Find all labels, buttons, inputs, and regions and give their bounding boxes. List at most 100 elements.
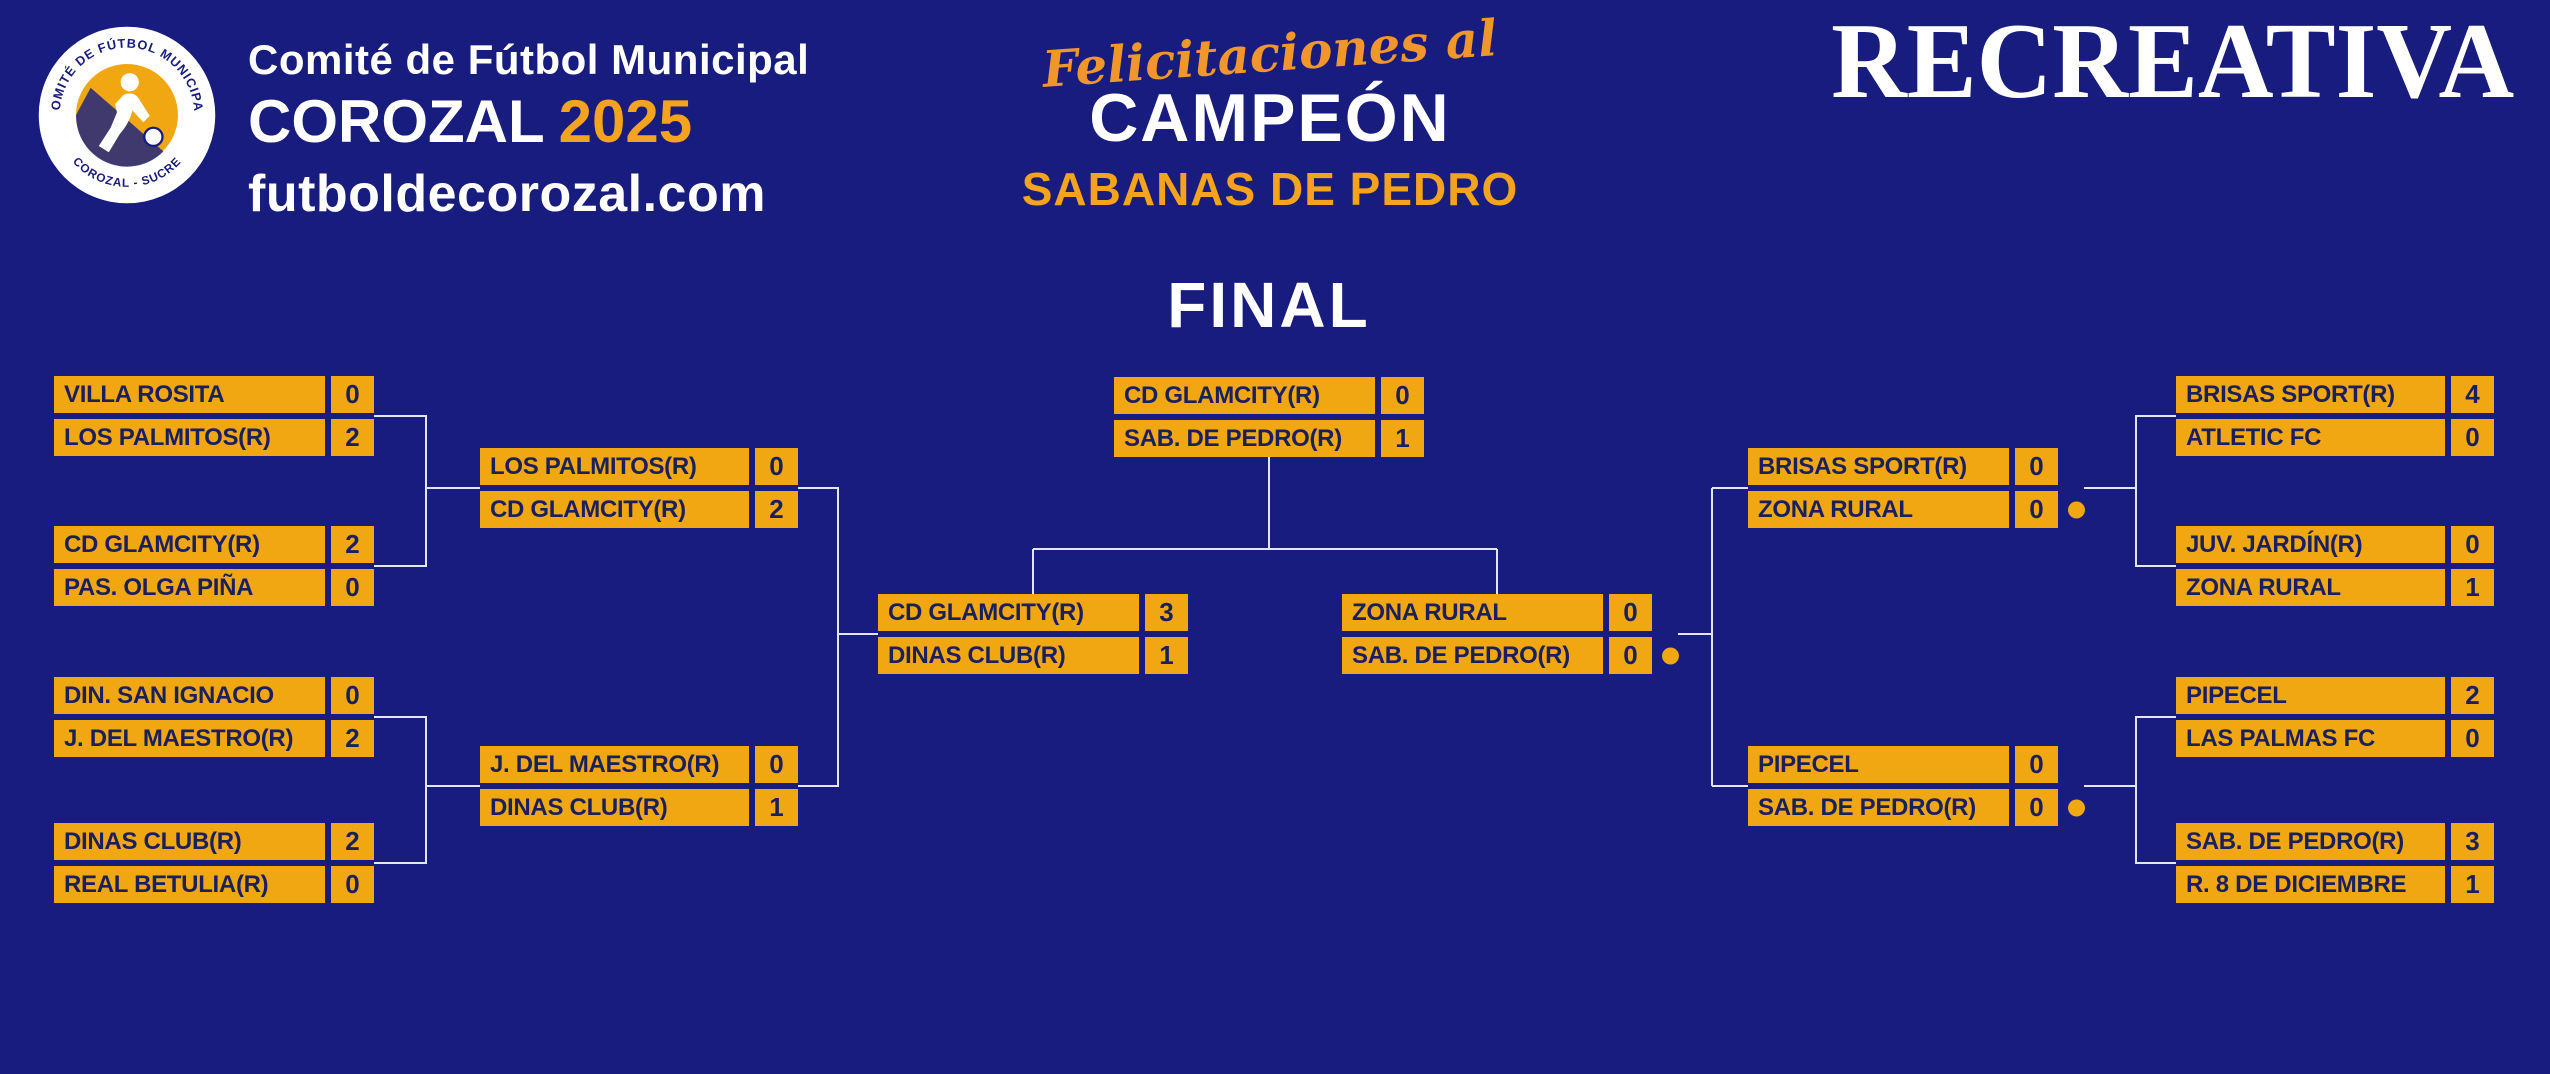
team-name: LOS PALMITOS(R) bbox=[480, 448, 749, 485]
team-score: 2 bbox=[331, 526, 374, 563]
match-right-r1-m4: SAB. DE PEDRO(R) 3 R. 8 DE DICIEMBRE 1 bbox=[2176, 823, 2494, 909]
champion-banner: Felicitaciones al CAMPEÓN SABANAS DE PED… bbox=[900, 8, 1640, 216]
team-score: 3 bbox=[1145, 594, 1188, 631]
match-row: CD GLAMCITY(R) 3 bbox=[878, 594, 1188, 631]
team-name: PAS. OLGA PIÑA bbox=[54, 569, 325, 606]
match-row: JUV. JARDÍN(R) 0 bbox=[2176, 526, 2494, 563]
team-name: BRISAS SPORT(R) bbox=[1748, 448, 2009, 485]
team-name: ZONA RURAL bbox=[2176, 569, 2445, 606]
match-row: LAS PALMAS FC 0 bbox=[2176, 720, 2494, 757]
team-score: 2 bbox=[331, 419, 374, 456]
team-name: JUV. JARDÍN(R) bbox=[2176, 526, 2445, 563]
committee-title: Comité de Fútbol Municipal bbox=[248, 36, 810, 83]
team-name: DINAS CLUB(R) bbox=[480, 789, 749, 826]
match-row: ZONA RURAL 0 bbox=[1748, 491, 2085, 528]
match-final: CD GLAMCITY(R) 0 SAB. DE PEDRO(R) 1 bbox=[1114, 377, 1424, 463]
team-name: CD GLAMCITY(R) bbox=[878, 594, 1139, 631]
team-score: 4 bbox=[2451, 376, 2494, 413]
team-score: 2 bbox=[331, 720, 374, 757]
match-row: CD GLAMCITY(R) 2 bbox=[480, 491, 798, 528]
match-left-r2-m2: J. DEL MAESTRO(R) 0 DINAS CLUB(R) 1 bbox=[480, 746, 798, 832]
team-score: 1 bbox=[2451, 866, 2494, 903]
team-name: SAB. DE PEDRO(R) bbox=[2176, 823, 2445, 860]
match-row: BRISAS SPORT(R) 0 bbox=[1748, 448, 2058, 485]
match-left-r1-m1: VILLA ROSITA 0 LOS PALMITOS(R) 2 bbox=[54, 376, 374, 462]
team-score: 0 bbox=[1381, 377, 1424, 414]
champion-team-name: SABANAS DE PEDRO bbox=[1021, 163, 1519, 216]
team-name: J. DEL MAESTRO(R) bbox=[54, 720, 325, 757]
match-row: PIPECEL 2 bbox=[2176, 677, 2494, 714]
match-row: BRISAS SPORT(R) 4 bbox=[2176, 376, 2494, 413]
team-name: REAL BETULIA(R) bbox=[54, 866, 325, 903]
team-score: 3 bbox=[2451, 823, 2494, 860]
category-title: RECREATIVA bbox=[1830, 2, 2514, 121]
match-row: SAB. DE PEDRO(R) 3 bbox=[2176, 823, 2494, 860]
final-round-label: FINAL bbox=[1167, 269, 1371, 341]
club-logo-svg: COMITÉ DE FÚTBOL MUNICIPAL COROZAL - SUC… bbox=[31, 12, 216, 204]
team-score: 0 bbox=[2451, 526, 2494, 563]
team-name: ATLETIC FC bbox=[2176, 419, 2445, 456]
match-right-r1-m3: PIPECEL 2 LAS PALMAS FC 0 bbox=[2176, 677, 2494, 763]
team-name: LAS PALMAS FC bbox=[2176, 720, 2445, 757]
match-row: R. 8 DE DICIEMBRE 1 bbox=[2176, 866, 2494, 903]
team-score: 0 bbox=[1609, 594, 1652, 631]
team-name: ZONA RURAL bbox=[1748, 491, 2009, 528]
city-name: COROZAL bbox=[248, 88, 545, 155]
match-row: PIPECEL 0 bbox=[1748, 746, 2058, 783]
match-row: REAL BETULIA(R) 0 bbox=[54, 866, 374, 903]
team-score: 0 bbox=[2015, 491, 2058, 528]
match-left-r1-m3: DIN. SAN IGNACIO 0 J. DEL MAESTRO(R) 2 bbox=[54, 677, 374, 763]
match-row: DIN. SAN IGNACIO 0 bbox=[54, 677, 374, 714]
team-name: SAB. DE PEDRO(R) bbox=[1342, 637, 1603, 674]
team-score: 2 bbox=[755, 491, 798, 528]
team-name: CD GLAMCITY(R) bbox=[480, 491, 749, 528]
match-row: PAS. OLGA PIÑA 0 bbox=[54, 569, 374, 606]
team-score: 0 bbox=[331, 677, 374, 714]
team-score: 0 bbox=[331, 866, 374, 903]
match-row: SAB. DE PEDRO(R) 0 bbox=[1342, 637, 1679, 674]
team-name: ZONA RURAL bbox=[1342, 594, 1603, 631]
team-score: 0 bbox=[2451, 419, 2494, 456]
champion-label: CAMPEÓN bbox=[1089, 80, 1451, 156]
penalty-winner-dot bbox=[1662, 647, 1679, 664]
match-row: J. DEL MAESTRO(R) 0 bbox=[480, 746, 798, 783]
penalty-winner-dot bbox=[2068, 799, 2085, 816]
team-score: 0 bbox=[1609, 637, 1652, 674]
match-row: LOS PALMITOS(R) 2 bbox=[54, 419, 374, 456]
team-score: 0 bbox=[2451, 720, 2494, 757]
team-name: DINAS CLUB(R) bbox=[878, 637, 1139, 674]
team-score: 1 bbox=[1145, 637, 1188, 674]
team-score: 2 bbox=[2451, 677, 2494, 714]
match-row: DINAS CLUB(R) 1 bbox=[878, 637, 1188, 674]
website-url: futboldecorozal.com bbox=[248, 165, 766, 223]
match-row: DINAS CLUB(R) 1 bbox=[480, 789, 798, 826]
team-score: 0 bbox=[755, 448, 798, 485]
match-left-r1-m2: CD GLAMCITY(R) 2 PAS. OLGA PIÑA 0 bbox=[54, 526, 374, 612]
team-name: PIPECEL bbox=[2176, 677, 2445, 714]
team-name: DIN. SAN IGNACIO bbox=[54, 677, 325, 714]
match-row: CD GLAMCITY(R) 2 bbox=[54, 526, 374, 563]
team-score: 1 bbox=[755, 789, 798, 826]
team-score: 0 bbox=[2015, 746, 2058, 783]
match-row: ZONA RURAL 0 bbox=[1342, 594, 1652, 631]
match-left-semifinal: CD GLAMCITY(R) 3 DINAS CLUB(R) 1 bbox=[878, 594, 1188, 680]
team-name: CD GLAMCITY(R) bbox=[1114, 377, 1375, 414]
team-score: 2 bbox=[331, 823, 374, 860]
match-row: VILLA ROSITA 0 bbox=[54, 376, 374, 413]
club-logo: COMITÉ DE FÚTBOL MUNICIPAL COROZAL - SUC… bbox=[31, 12, 218, 206]
match-row: CD GLAMCITY(R) 0 bbox=[1114, 377, 1424, 414]
team-score: 1 bbox=[1381, 420, 1424, 457]
match-left-r2-m1: LOS PALMITOS(R) 0 CD GLAMCITY(R) 2 bbox=[480, 448, 798, 534]
team-name: LOS PALMITOS(R) bbox=[54, 419, 325, 456]
team-name: PIPECEL bbox=[1748, 746, 2009, 783]
penalty-winner-dot bbox=[2068, 501, 2085, 518]
team-name: J. DEL MAESTRO(R) bbox=[480, 746, 749, 783]
team-name: SAB. DE PEDRO(R) bbox=[1114, 420, 1375, 457]
team-name: DINAS CLUB(R) bbox=[54, 823, 325, 860]
team-score: 0 bbox=[331, 376, 374, 413]
team-score: 1 bbox=[2451, 569, 2494, 606]
team-name: BRISAS SPORT(R) bbox=[2176, 376, 2445, 413]
